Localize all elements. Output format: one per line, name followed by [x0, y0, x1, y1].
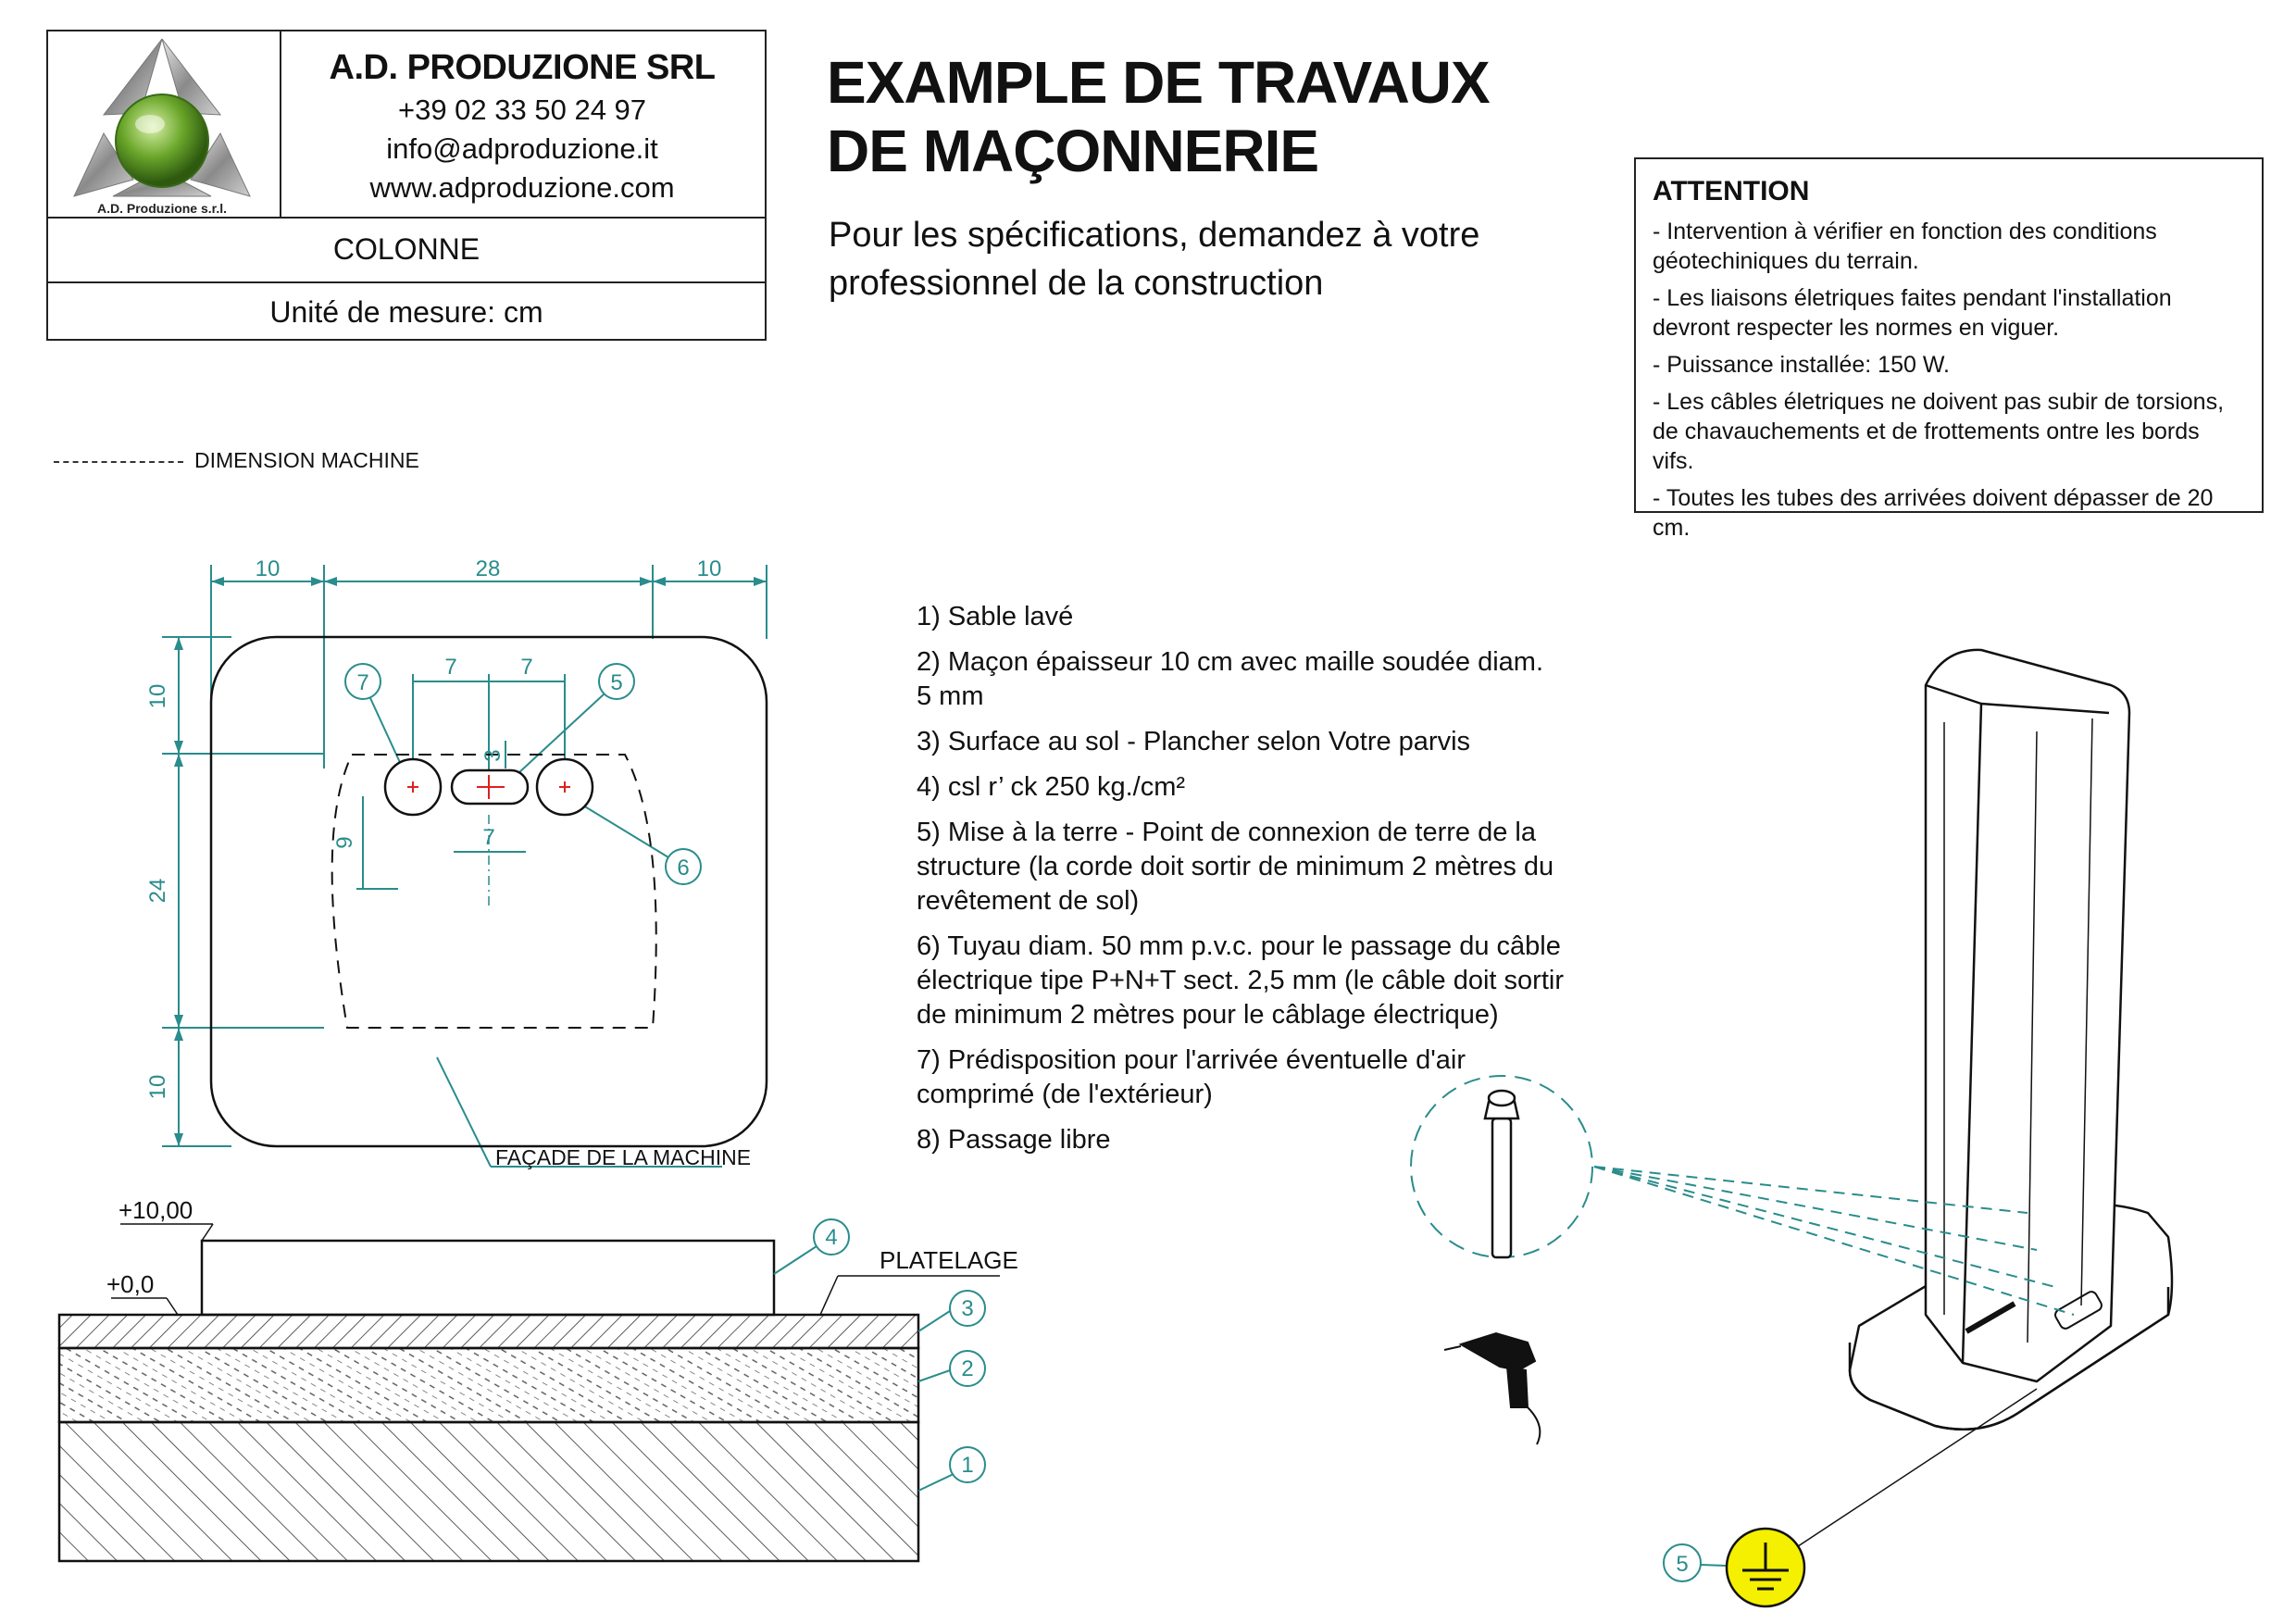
company-phone: +39 02 33 50 24 97 [397, 94, 647, 126]
machine-base-block [200, 1239, 776, 1317]
page-title: EXAMPLE DE TRAVAUX DE MAÇONNERIE [827, 48, 1491, 185]
note-item: 5) Mise à la terre - Point de connexion … [917, 818, 1554, 916]
subtitle-line-2: professionnel de la construction [829, 264, 1324, 303]
dim-v-mid: 24 [145, 879, 170, 904]
dim-9: 9 [332, 836, 357, 848]
attention-item: - Toutes les tubes des arrivées doivent … [1653, 485, 2214, 541]
note-item: 7) Prédisposition pour l'arrivée éventue… [917, 1045, 1466, 1109]
company-name: A.D. PRODUZIONE SRL [329, 48, 716, 87]
dim-7b: 7 [520, 655, 532, 680]
company-info: A.D. PRODUZIONE SRL +39 02 33 50 24 97 i… [280, 31, 765, 217]
attention-box: ATTENTION - Intervention à vérifier en f… [1634, 157, 2264, 541]
company-website: www.adproduzione.com [369, 171, 675, 204]
level-zero: +0,0 [106, 1270, 154, 1298]
column-illustration: 5 [1410, 648, 2174, 1608]
dimension-legend: DIMENSION MACHINE [54, 448, 419, 473]
section-view-drawing: +10,00 +0,0 PLATELAGE 4 3 2 1 [57, 1196, 1018, 1563]
unit-of-measure: Unité de mesure: cm [48, 281, 765, 343]
dim-7a: 7 [444, 655, 456, 680]
notes-list: 1) Sable lavé 2) Maçon épaisseur 10 cm a… [917, 600, 1565, 1168]
note-item: 4) csl r’ ck 250 kg./cm² [917, 772, 1186, 802]
dim-right: 10 [697, 556, 722, 581]
attention-item: - Intervention à vérifier en fonction de… [1653, 219, 2157, 274]
company-email: info@adproduzione.it [386, 132, 658, 165]
dim-7c: 7 [482, 825, 494, 850]
callout-4: 4 [825, 1225, 837, 1250]
ground-stake-icon [1483, 1089, 1520, 1259]
callout-3: 3 [961, 1296, 973, 1321]
callout-7: 7 [356, 670, 368, 695]
note-item: 2) Maçon épaisseur 10 cm avec maille sou… [917, 647, 1543, 711]
column-body [1924, 648, 2131, 1383]
page-subtitle: Pour les spécifications, demandez à votr… [829, 211, 1479, 307]
callout-2: 2 [961, 1356, 973, 1381]
note-item: 8) Passage libre [917, 1125, 1111, 1155]
company-logo: A.D. Produzione s.r.l. [48, 31, 281, 217]
attention-item: - Puissance installée: 150 W. [1653, 352, 1950, 378]
machine-footprint [209, 635, 768, 1148]
subtitle-line-1: Pour les spécifications, demandez à votr… [829, 216, 1480, 255]
product-name: COLONNE [48, 217, 765, 283]
level-top: +10,00 [119, 1196, 193, 1224]
dim-left: 10 [256, 556, 281, 581]
callout-5-ground: 5 [1676, 1552, 1688, 1577]
dim-middle: 28 [476, 556, 501, 581]
dim-v-top: 10 [145, 684, 170, 709]
title-block: A.D. Produzione s.r.l. A.D. PRODUZIONE S… [46, 30, 767, 341]
facade-label: FAÇADE DE LA MACHINE [495, 1145, 751, 1169]
plan-view-drawing: 10 28 10 10 24 10 7 7 3 9 7 7 5 6 FAÇADE… [145, 556, 768, 1169]
callout-1: 1 [961, 1453, 973, 1478]
platelage-label: PLATELAGE [880, 1246, 1018, 1274]
logo-caption: A.D. Produzione s.r.l. [97, 201, 227, 216]
title-line-2: DE MAÇONNERIE [827, 118, 1319, 184]
note-item: 3) Surface au sol - Plancher selon Votre… [917, 727, 1471, 756]
dimension-legend-label: DIMENSION MACHINE [194, 448, 419, 472]
logo-emblem: A.D. Produzione s.r.l. [73, 38, 251, 216]
attention-heading: ATTENTION [1653, 176, 1810, 206]
dashed-line-sample [54, 460, 183, 463]
callout-5: 5 [610, 670, 622, 695]
title-line-1: EXAMPLE DE TRAVAUX [827, 49, 1491, 116]
attention-item: - Les câbles életriques ne doivent pas s… [1653, 389, 2225, 474]
attention-item: - Les liaisons életriques faites pendant… [1653, 285, 2172, 341]
callout-6: 6 [677, 856, 689, 881]
dim-3: 3 [480, 749, 505, 761]
note-item: 1) Sable lavé [917, 602, 1074, 631]
drill-icon [1443, 1331, 1541, 1445]
layer-concrete [57, 1346, 920, 1424]
dim-v-bottom: 10 [145, 1075, 170, 1100]
note-item: 6) Tuyau diam. 50 mm p.v.c. pour le pass… [917, 931, 1564, 1030]
layer-sand [57, 1420, 920, 1563]
layer-flooring [57, 1313, 920, 1350]
